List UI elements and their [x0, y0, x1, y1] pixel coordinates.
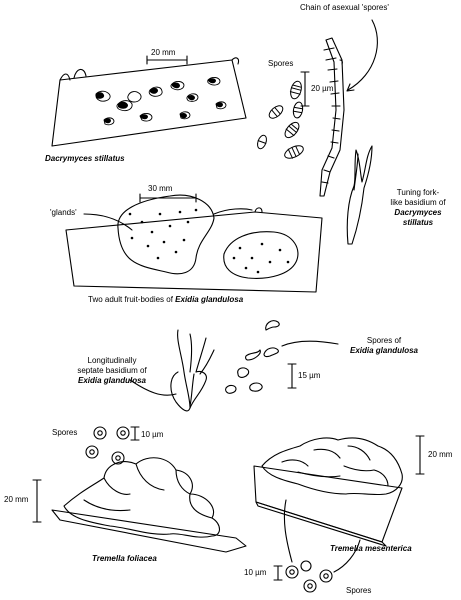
tremella-mesenterica-name: Tremella mesenterica	[330, 544, 412, 553]
septate-pointer	[129, 379, 177, 396]
exidia-spores-pointer	[281, 340, 339, 347]
tremella-spores-bottom-label: Spores	[346, 586, 372, 595]
tremella-spore-scale-top-label: 10 µm	[141, 430, 164, 439]
septate-label-line2: septate basidium of	[77, 366, 147, 375]
septate-label-line1: Longitudinally	[87, 356, 137, 365]
tremella-spores-top-label: Spores	[52, 428, 78, 437]
exidia-body-scale-label: 30 mm	[148, 184, 173, 193]
tremella-mesenterica-scale-label: 20 mm	[428, 450, 453, 459]
dacrymyces-spore-scale-label: 20 µm	[311, 84, 334, 93]
chain-pointer	[346, 19, 378, 92]
exidia-spore-scale-bar	[287, 363, 297, 389]
dacrymyces-spores-drawing	[257, 80, 304, 159]
dacrymyces-species-name: Dacrymyces stillatus	[45, 154, 125, 163]
tremella-spores-top-drawing	[85, 426, 130, 465]
tremella-spore-scale-top	[130, 426, 140, 441]
dacrymyces-body-scale-bar	[146, 55, 188, 65]
tuning-fork-label-line4: stillatus	[402, 218, 434, 227]
asexual-spore-chain-drawing	[319, 37, 345, 197]
tuning-fork-label-line2: like basidium of	[390, 198, 446, 207]
exidia-caption-italic: Exidia glandulosa	[175, 295, 244, 304]
tuning-fork-label-line3: Dacrymyces	[394, 208, 442, 217]
dacrymyces-spore-scale-bar	[300, 71, 310, 107]
exidia-spores-drawing	[225, 320, 280, 394]
dacrymyces-body-scale-label: 20 mm	[151, 48, 176, 57]
tremella-foliacea-name: Tremella foliacea	[92, 554, 157, 563]
dacrymyces-spores-label: Spores	[268, 59, 294, 68]
exidia-wood-drawing	[65, 194, 323, 293]
tuning-fork-basidium-drawing	[346, 145, 373, 245]
tremella-spores-pointers	[283, 499, 361, 573]
tuning-fork-label-line1: Tuning fork-	[396, 188, 440, 197]
tremella-foliacea-scale-bar	[32, 479, 42, 523]
tremella-mesenterica-drawing	[253, 437, 403, 547]
chain-label: Chain of asexual 'spores'	[300, 3, 389, 12]
dacrymyces-wood-drawing	[51, 57, 247, 147]
exidia-spores-label-line2: Exidia glandulosa	[349, 346, 418, 355]
septate-label-line3: Exidia glandulosa	[77, 376, 146, 385]
exidia-spore-scale-label: 15 µm	[298, 371, 321, 380]
tremella-spore-scale-bottom-label: 10 µm	[244, 568, 267, 577]
exidia-spores-label-line1: Spores of	[366, 336, 402, 345]
glands-pointer	[83, 213, 133, 231]
tremella-spores-bottom-drawing	[285, 560, 333, 593]
glands-label: 'glands'	[50, 208, 77, 217]
exidia-body-scale-bar	[139, 193, 197, 203]
tremella-foliacea-scale-label: 20 mm	[4, 495, 29, 504]
exidia-caption-plain: Two adult fruit-bodies of	[88, 295, 173, 304]
tremella-mesenterica-scale-bar	[415, 435, 425, 475]
tremella-foliacea-drawing	[51, 457, 247, 553]
exidia-caption: Two adult fruit-bodies of Exidia glandul…	[88, 295, 243, 305]
tremella-spore-scale-bottom	[273, 565, 283, 581]
septate-basidium-drawing	[170, 329, 215, 412]
